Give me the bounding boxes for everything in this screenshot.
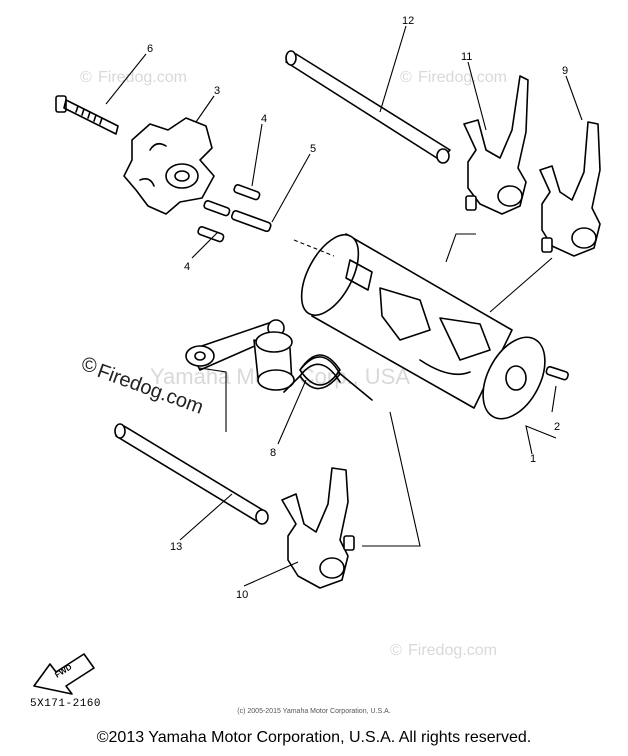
watermark-copyright-symbol: ©: [390, 642, 402, 659]
watermark-brand: Firedog.com: [408, 642, 497, 659]
fwd-arrow-icon: FWD: [33, 653, 95, 695]
callout-3: 3: [214, 85, 220, 97]
callout-labels: 6 3 4 5 4 12 11 9 2 1 8 13 10: [147, 15, 568, 601]
callout-11: 11: [461, 51, 472, 63]
callout-4-upper: 4: [261, 113, 267, 125]
part-shift-fork-11: [463, 75, 529, 215]
part-shaft-upper: [285, 50, 451, 164]
part-pins: [197, 184, 272, 243]
small-copyright: (c) 2005-2015 Yamaha Motor Corporation, …: [237, 708, 391, 715]
watermark-copyright-symbol: ©: [400, 69, 412, 86]
watermark-copyright-symbol: ©: [80, 69, 92, 86]
copyright-notice: ©2013 Yamaha Motor Corporation, U.S.A. A…: [96, 729, 532, 746]
part-spring: [283, 354, 373, 401]
callout-4-lower: 4: [184, 261, 190, 273]
watermark-brand: Firedog.com: [418, 69, 507, 86]
part-shift-drum: [300, 233, 546, 420]
part-shift-fork-9: [539, 121, 601, 257]
callout-2: 2: [554, 421, 560, 433]
part-shift-fork-10: [281, 467, 355, 589]
part-pin-2: [545, 365, 569, 381]
exploded-diagram: © Firedog.com © Firedog.com Yamaha Motor…: [33, 15, 601, 695]
part-stopper-lever: [185, 319, 295, 391]
part-shaft-lower: [114, 423, 269, 525]
callout-9: 9: [562, 65, 568, 77]
callout-12: 12: [402, 15, 414, 27]
part-code: 5X171-2160: [30, 698, 102, 710]
leader-lines: [105, 25, 583, 587]
callout-10: 10: [236, 589, 248, 601]
callout-5: 5: [310, 143, 316, 155]
callout-8: 8: [270, 447, 276, 459]
callout-6: 6: [147, 43, 153, 55]
part-bolt: [55, 95, 119, 135]
callout-13: 13: [170, 541, 182, 553]
watermark-brand: Firedog.com: [98, 69, 187, 86]
callout-1: 1: [530, 453, 536, 465]
part-segment: [123, 117, 215, 215]
watermark-copyright-symbol-dark: ©: [82, 355, 97, 377]
